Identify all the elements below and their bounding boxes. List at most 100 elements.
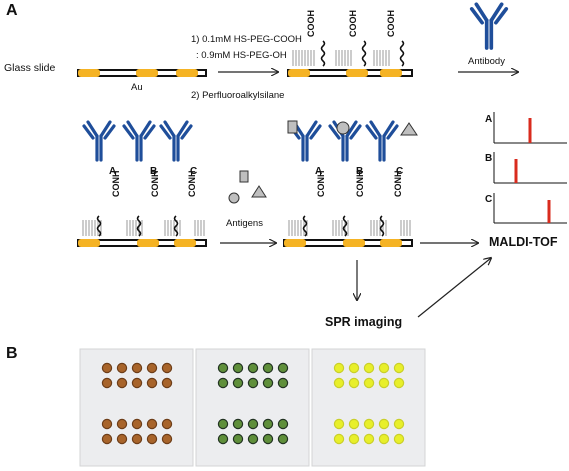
sample-spot xyxy=(277,377,289,389)
sample-spot xyxy=(378,433,390,445)
sample-spot xyxy=(262,418,274,430)
panel-a-label: A xyxy=(6,2,18,19)
sample-spot xyxy=(161,433,173,445)
sample-spot xyxy=(146,362,158,374)
sample-spot xyxy=(146,418,158,430)
sample-spot xyxy=(363,362,375,374)
antibody-icon xyxy=(82,120,116,162)
peg-linker xyxy=(96,215,102,237)
glass-slide-label: Glass slide xyxy=(4,62,56,74)
sample-spot xyxy=(232,362,244,374)
antibody-icon xyxy=(365,120,399,162)
peg-linker xyxy=(399,40,405,67)
sample-spot xyxy=(217,362,229,374)
sample-spot xyxy=(101,362,113,374)
gold-spot xyxy=(137,239,159,247)
maldi-tof-label: MALDI-TOF xyxy=(489,235,558,249)
sample-spot xyxy=(131,433,143,445)
peg-linker xyxy=(379,215,385,237)
reagent-1b-label: : 0.9mM HS-PEG-OH xyxy=(196,50,287,61)
sample-spot xyxy=(393,362,405,374)
sample-spot xyxy=(161,362,173,374)
antibody-b-label: B xyxy=(150,166,158,177)
sample-spot xyxy=(101,418,113,430)
gold-spot xyxy=(346,69,368,77)
antibody-icon xyxy=(159,120,193,162)
sample-spot xyxy=(232,433,244,445)
sample-spot xyxy=(348,362,360,374)
sample-spot xyxy=(101,377,113,389)
reagent-1-label: 1) 0.1mM HS-PEG-COOH xyxy=(191,34,302,45)
reagent-2-label: 2) Perfluoroalkylsilane xyxy=(191,90,285,101)
circle-antigen-icon xyxy=(336,121,350,135)
antigens-label: Antigens xyxy=(226,218,263,229)
sample-spot xyxy=(262,433,274,445)
gold-spot xyxy=(174,239,196,247)
panel-b-label: B xyxy=(6,345,18,362)
antibody-c-label-2: C xyxy=(396,166,404,177)
sample-spot xyxy=(161,418,173,430)
circle-antigen-icon xyxy=(228,192,240,204)
sample-spot xyxy=(348,418,360,430)
spectrum-a-label: A xyxy=(485,114,493,125)
photo-2 xyxy=(195,348,310,467)
cooh-label-1: COOH xyxy=(306,10,316,37)
antibody-a-label: A xyxy=(109,166,117,177)
spectrum-b-label: B xyxy=(485,153,493,164)
sample-spot xyxy=(277,433,289,445)
gold-spot xyxy=(380,239,402,247)
sample-spot xyxy=(378,362,390,374)
sample-spot xyxy=(217,377,229,389)
sample-spot xyxy=(333,362,345,374)
sample-spot xyxy=(262,362,274,374)
gold-spot xyxy=(78,239,100,247)
antibody-label: Antibody xyxy=(468,56,505,67)
sample-spot xyxy=(277,418,289,430)
cooh-label-3: COOH xyxy=(386,10,396,37)
sample-spot xyxy=(217,433,229,445)
sample-spot xyxy=(217,418,229,430)
gold-spot xyxy=(288,69,310,77)
peg-linker xyxy=(320,40,326,67)
gold-spot xyxy=(380,69,402,77)
sample-spot xyxy=(161,377,173,389)
sample-spot xyxy=(146,377,158,389)
sample-spot xyxy=(116,377,128,389)
sample-spot xyxy=(363,377,375,389)
sample-spot xyxy=(393,433,405,445)
sample-spot xyxy=(247,377,259,389)
sample-spot xyxy=(232,377,244,389)
sample-spot xyxy=(232,418,244,430)
sample-spot xyxy=(277,362,289,374)
sample-spot xyxy=(348,377,360,389)
square-antigen-icon xyxy=(287,120,298,134)
gold-spot xyxy=(176,69,198,77)
peg-linker xyxy=(173,215,179,237)
cooh-label-2: COOH xyxy=(348,10,358,37)
peg-linker xyxy=(302,215,308,237)
peg-linker xyxy=(361,40,367,67)
sample-spot xyxy=(247,362,259,374)
gold-spot xyxy=(78,69,100,77)
antibody-c-label: C xyxy=(190,166,198,177)
sample-spot xyxy=(378,377,390,389)
peg-linker xyxy=(136,215,142,237)
gold-spot xyxy=(343,239,365,247)
sample-spot xyxy=(101,433,113,445)
triangle-antigen-icon xyxy=(251,185,267,198)
peg-linker xyxy=(342,215,348,237)
arrow-spr-to-maldi xyxy=(417,258,491,318)
spr-imaging-label: SPR imaging xyxy=(325,315,403,329)
sample-spot xyxy=(146,433,158,445)
sample-spot xyxy=(363,433,375,445)
sample-spot xyxy=(378,418,390,430)
sample-spot xyxy=(393,418,405,430)
antibody-b-label-2: B xyxy=(356,166,364,177)
sample-spot xyxy=(262,377,274,389)
gold-spot xyxy=(136,69,158,77)
antibody-reagent-icon xyxy=(469,2,509,50)
sample-spot xyxy=(333,418,345,430)
sample-spot xyxy=(116,433,128,445)
